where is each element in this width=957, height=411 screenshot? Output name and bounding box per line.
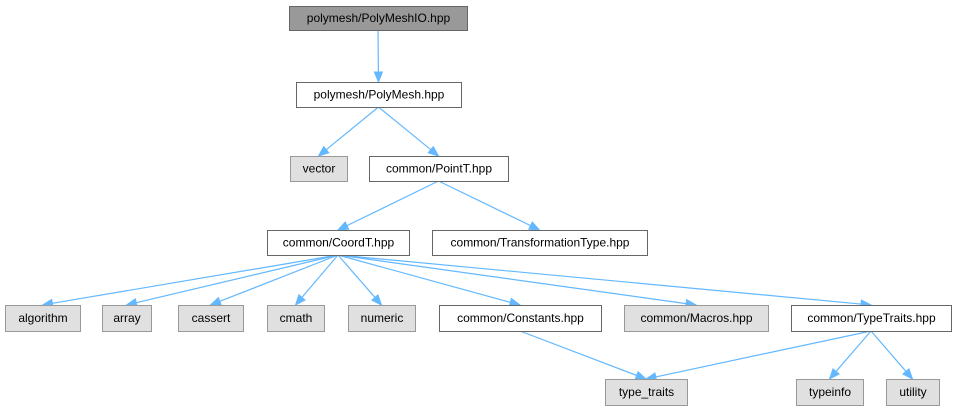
node-type_traits: type_traits [605, 379, 688, 406]
edge-line [378, 106, 432, 151]
node-label: common/PointT.hpp [386, 162, 492, 176]
node-transformation[interactable]: common/TransformationType.hpp [432, 230, 648, 256]
edge-arrowhead [527, 221, 541, 231]
node-label: cmath [280, 311, 313, 325]
edge-line [301, 254, 339, 298]
node-label: array [113, 311, 140, 325]
node-macros: common/Macros.hpp [624, 305, 769, 332]
node-label: vector [303, 162, 336, 176]
edge-line [325, 106, 379, 151]
edge-line [136, 254, 339, 304]
edge-line [835, 330, 872, 372]
node-pointt[interactable]: common/PointT.hpp [369, 156, 509, 182]
edge-line [519, 330, 637, 377]
edge-constants-to-type_traits [519, 330, 648, 380]
nodes-layer: polymesh/PolyMeshIO.hpp polymesh/PolyMesh… [5, 6, 952, 406]
edge-pointt-to-coordt [336, 180, 439, 231]
edge-line [337, 254, 376, 298]
node-label: type_traits [619, 385, 674, 399]
edge-line [337, 254, 687, 305]
edge-arrowhead [209, 296, 223, 306]
node-label: cassert [192, 311, 231, 325]
edge-arrowhead [427, 145, 440, 157]
node-label: utility [899, 385, 926, 399]
node-box [791, 305, 952, 332]
node-box [102, 305, 152, 332]
node-vector: vector [290, 156, 348, 182]
node-box [796, 379, 864, 406]
node-numeric: numeric [348, 305, 416, 332]
node-label: common/Constants.hpp [457, 311, 584, 325]
edge-arrowhead [373, 71, 384, 84]
edge-typetraits-to-typeinfo [828, 330, 872, 381]
edge-typetraits-to-utility [870, 330, 914, 381]
node-typetraits[interactable]: common/TypeTraits.hpp [791, 305, 952, 332]
node-box [178, 305, 244, 332]
node-box [605, 379, 688, 406]
edge-coordt-to-algorithm [41, 254, 339, 308]
node-box [5, 305, 81, 332]
edge-arrowhead [828, 367, 840, 381]
node-array: array [102, 305, 152, 332]
edge-arrowhead [634, 370, 648, 380]
edge-line [337, 254, 862, 305]
node-label: polymesh/PolyMeshIO.hpp [307, 11, 451, 25]
edge-polymesh-to-vector [317, 106, 379, 157]
edge-root-to-polymesh [373, 29, 384, 84]
edge-arrowhead [902, 367, 914, 381]
node-box [432, 230, 648, 256]
node-box [296, 82, 462, 108]
node-constants[interactable]: common/Constants.hpp [439, 305, 602, 332]
edge-arrowhead [371, 293, 383, 307]
node-label: polymesh/PolyMesh.hpp [314, 88, 445, 102]
node-box [439, 305, 602, 332]
edge-arrowhead [336, 221, 350, 231]
node-box [290, 156, 348, 182]
node-utility: utility [886, 379, 940, 406]
node-label: typeinfo [809, 385, 851, 399]
node-box [886, 379, 940, 406]
edge-line [219, 254, 339, 302]
edge-line [655, 330, 872, 378]
node-label: common/Macros.hpp [640, 311, 752, 325]
node-cassert: cassert [178, 305, 244, 332]
node-box [624, 305, 769, 332]
node-label: common/CoordT.hpp [283, 236, 395, 250]
edge-line [346, 180, 439, 227]
node-label: common/TransformationType.hpp [451, 236, 630, 250]
node-polymesh[interactable]: polymesh/PolyMesh.hpp [296, 82, 462, 108]
edge-coordt-to-constants [337, 254, 522, 307]
node-algorithm: algorithm [5, 305, 81, 332]
node-box [267, 230, 410, 256]
edge-coordt-to-macros [337, 254, 698, 309]
node-box [289, 6, 468, 31]
edge-arrowhead [294, 293, 306, 307]
node-typeinfo: typeinfo [796, 379, 864, 406]
node-box [267, 305, 325, 332]
edge-line [337, 254, 511, 303]
edge-line [870, 330, 907, 372]
edge-line [438, 180, 531, 227]
edge-coordt-to-cmath [294, 254, 339, 307]
node-coordt[interactable]: common/CoordT.hpp [267, 230, 410, 256]
edge-coordt-to-typetraits [337, 254, 873, 309]
edge-coordt-to-array [125, 254, 339, 308]
node-box [369, 156, 509, 182]
node-label: algorithm [18, 311, 67, 325]
edge-line [52, 254, 339, 304]
node-label: common/TypeTraits.hpp [807, 311, 936, 325]
edge-coordt-to-numeric [337, 254, 383, 307]
edge-polymesh-to-pointt [378, 106, 440, 157]
node-label: numeric [361, 311, 404, 325]
node-box [348, 305, 416, 332]
edge-arrowhead [317, 145, 330, 157]
node-cmath: cmath [267, 305, 325, 332]
node-root[interactable]: polymesh/PolyMeshIO.hpp [289, 6, 468, 31]
edge-pointt-to-transformation [438, 180, 541, 231]
